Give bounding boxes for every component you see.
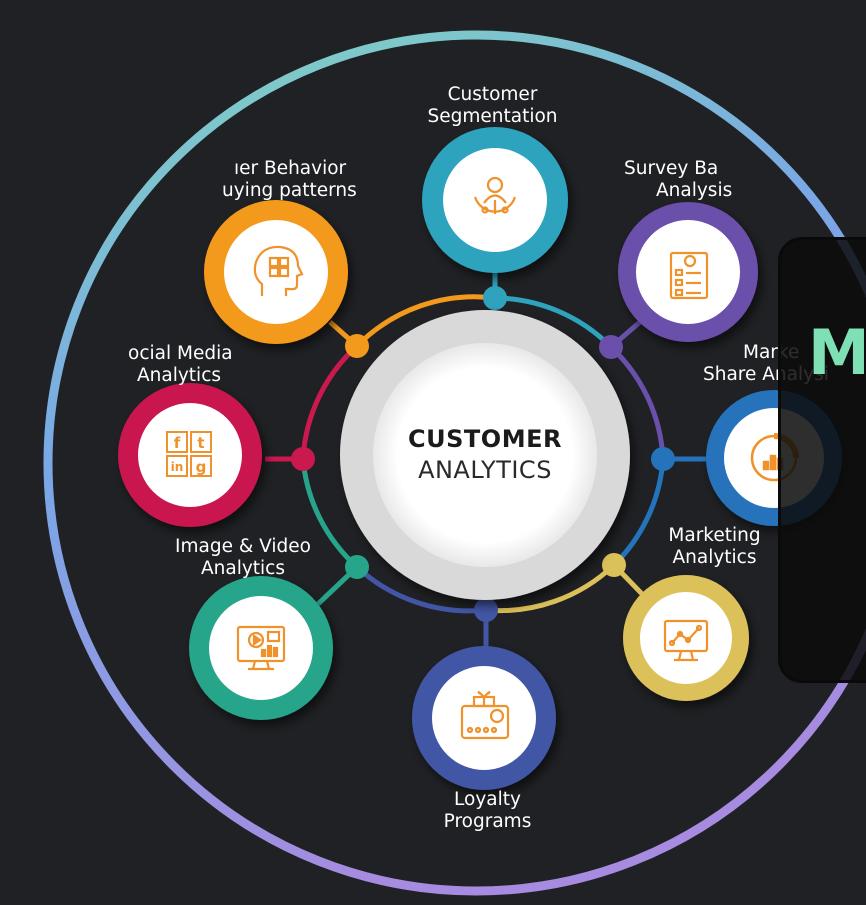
person-target-icon (473, 176, 517, 214)
node-customer-behavior[interactable] (204, 200, 348, 344)
label-line: Analytics (200, 558, 285, 579)
label-line: Analysis (656, 180, 733, 201)
social-tile-in: in (171, 460, 184, 474)
gift-card-icon (460, 690, 510, 740)
label-marketing-analytics: Marketing Analytics (652, 525, 777, 569)
label-line: Segmentation (427, 106, 558, 127)
overlay-title-letter: M (808, 316, 866, 389)
node-social-media-analytics[interactable]: f t in g (118, 383, 262, 527)
junction-dots (291, 286, 675, 622)
label-line: Survey Ba (624, 158, 719, 179)
label-line: Analytics (137, 365, 222, 386)
label-customer-segmentation: Customer Segmentation (410, 84, 575, 128)
label-loyalty-programs: Loyalty Programs (420, 789, 555, 833)
label-line: ıer Behavior (234, 158, 347, 179)
social-tiles-icon: f t in g (166, 431, 212, 477)
node-marketing-analytics[interactable] (623, 575, 749, 701)
node-customer-segmentation[interactable] (422, 127, 568, 273)
head-puzzle-icon (253, 245, 304, 296)
label-line: Loyalty (454, 789, 521, 810)
survey-checklist-icon (669, 251, 709, 300)
video-monitor-icon (236, 625, 286, 671)
label-line: Image & Video (175, 536, 311, 557)
label-line: Programs (443, 811, 532, 832)
monitor-line-chart-icon (663, 619, 709, 662)
center-hub (340, 310, 630, 600)
social-tile-f: f (174, 434, 181, 452)
outer-ring (43, 30, 866, 896)
social-tile-t: t (197, 434, 204, 452)
node-survey-analysis[interactable] (618, 202, 758, 342)
social-tile-g: g (196, 458, 207, 476)
label-line: Analytics (672, 547, 757, 568)
node-image-video-analytics[interactable] (189, 576, 333, 720)
overlay-panel[interactable] (778, 237, 866, 683)
label-line: uying patterns (222, 180, 357, 201)
label-line: Marketing (668, 525, 761, 546)
label-customer-behavior: ıer Behavior uying patterns (222, 158, 387, 202)
label-social-media-analytics: ocial Media Analytics (128, 343, 258, 387)
center-title-primary: CUSTOMER (408, 425, 562, 453)
label-survey-analysis: Survey Ba Analysis (622, 158, 742, 202)
center-title-secondary: ANALYTICS (418, 456, 552, 484)
inner-ring (300, 294, 666, 614)
label-line: Customer (447, 84, 538, 105)
label-image-video-analytics: Image & Video Analytics (158, 536, 328, 580)
label-line: ocial Media (128, 343, 233, 364)
node-loyalty-programs[interactable] (412, 646, 556, 790)
